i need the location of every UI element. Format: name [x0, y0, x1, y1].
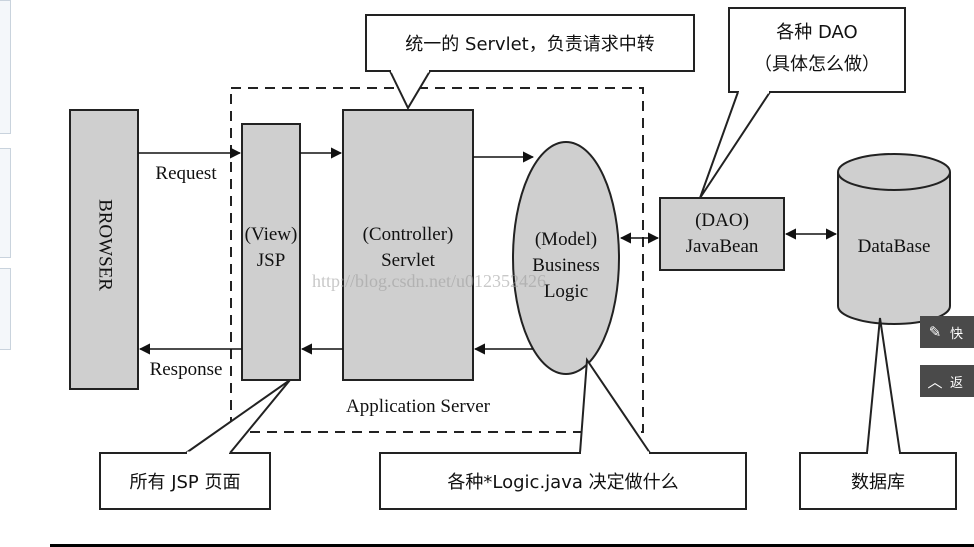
view-jsp-box [241, 123, 301, 381]
callout-jsp-pointer [185, 379, 291, 454]
back-to-top-button[interactable]: ︿ 返 [920, 365, 974, 397]
callout-db-pointer [866, 317, 901, 454]
servlet-label: Servlet [381, 250, 436, 271]
bottom-divider [50, 544, 974, 547]
view-label: (View) [245, 224, 298, 245]
watermark-text: http://blog.csdn.net/u012352426 [312, 271, 546, 291]
browser-box [69, 109, 139, 390]
sidebar-panel [0, 148, 11, 258]
back-to-top-label: 返 [950, 375, 964, 391]
model-business-logic-ellipse [512, 141, 620, 375]
callout-jsp-text: 所有 JSP 页面 [129, 472, 240, 493]
callout-db-text: 数据库 [851, 472, 905, 493]
controller-servlet-box [342, 109, 474, 381]
chevron-up-icon: ︿ [927, 372, 943, 391]
callout-db-box [799, 452, 957, 510]
request-label: Request [155, 163, 217, 184]
callout-servlet-text: 统一的 Servlet，负责请求中转 [405, 34, 654, 55]
business-label: Business [532, 255, 600, 276]
quick-reply-label: 快 [950, 326, 964, 342]
callout-servlet-box [365, 14, 695, 72]
callout-dao-text-line1: 各种 DAO [776, 22, 857, 43]
database-cylinder-top [837, 153, 951, 191]
browser-label: BROWSER [95, 199, 116, 291]
application-server-label: Application Server [346, 396, 491, 417]
callout-logic-text: 各种*Logic.java 决定做什么 [447, 472, 678, 493]
quick-reply-button[interactable]: ✎ 快 [920, 316, 974, 348]
callout-jsp-box [99, 452, 271, 510]
model-label: (Model) [535, 229, 597, 250]
callout-logic-pointer [579, 357, 651, 454]
callout-dao-box [728, 7, 906, 93]
left-sidebar [0, 0, 18, 547]
callout-servlet-pointer [389, 70, 431, 111]
callout-dao-text-line2: （具体怎么做） [754, 54, 880, 75]
logic-label: Logic [544, 281, 588, 302]
sidebar-panel [0, 268, 11, 350]
controller-label: (Controller) [363, 224, 454, 245]
sidebar-panel [0, 0, 11, 134]
database-label: DataBase [858, 236, 931, 257]
dao-label: (DAO) [695, 210, 749, 231]
javabean-label: JavaBean [686, 236, 759, 257]
database-cylinder [837, 172, 951, 325]
jsp-label: JSP [257, 250, 286, 271]
application-server-boundary [230, 87, 644, 433]
pencil-icon: ✎ [928, 323, 942, 341]
dao-javabean-box [659, 197, 785, 271]
callout-dao-pointer [699, 91, 771, 199]
response-label: Response [150, 359, 223, 380]
callout-logic-box [379, 452, 747, 510]
